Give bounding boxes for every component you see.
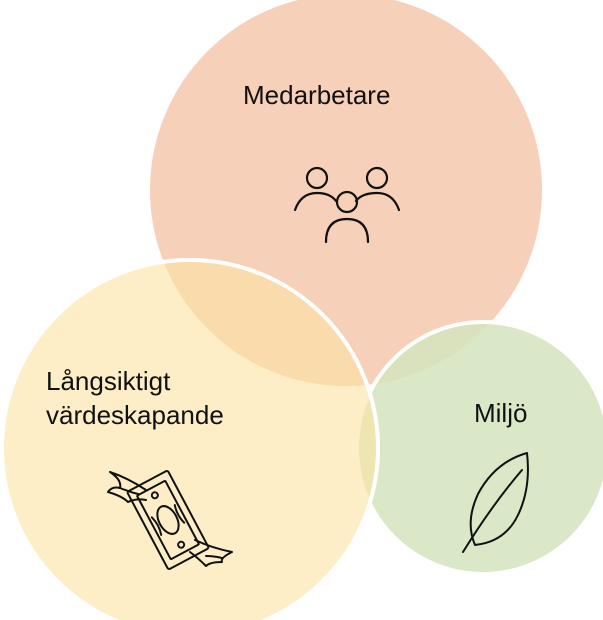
circle-langsiktigt-vardeskapande — [0, 258, 380, 620]
label-miljo: Miljö — [474, 398, 528, 428]
label-medarbetare: Medarbetare — [243, 80, 391, 110]
money-with-wings-icon — [107, 470, 233, 570]
people-group-icon — [293, 166, 401, 244]
leaf-icon — [462, 452, 529, 553]
label-line-1: Långsiktigt — [46, 366, 171, 396]
label-langsiktigt-vardeskapande: Långsiktigt värdeskapande — [46, 364, 224, 432]
label-line-2: värdeskapande — [46, 400, 224, 430]
circle-miljo — [355, 320, 603, 576]
